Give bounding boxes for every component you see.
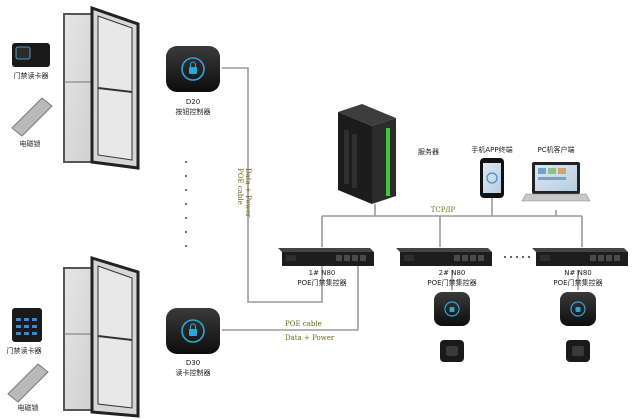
controller-1-id: 1# N80 (309, 269, 336, 277)
magnetic-lock-1 (11, 97, 53, 137)
n80-controller-1 (278, 248, 374, 266)
controller-1-label: POE门禁集控器 (297, 278, 346, 287)
reader-label-1: 门禁读卡器 (14, 71, 49, 80)
d30-model: D30 (186, 359, 200, 367)
vertical-cable-line2: Data + Power (244, 168, 252, 218)
d20-controller (166, 46, 220, 92)
ellipsis-horizontal (504, 256, 530, 258)
controller-2-exit-button (440, 340, 464, 362)
door-1 (63, 5, 140, 170)
d30-label: 读卡控制器 (176, 368, 211, 377)
server-label: 服务器 (418, 147, 439, 156)
reader-label-2: 门禁读卡器 (7, 346, 42, 355)
network-label: TCP/IP (431, 206, 456, 214)
d20-label: 按钮控制器 (176, 107, 211, 116)
lock-label-1: 电磁锁 (20, 139, 41, 148)
pc-label: PC机客户端 (537, 145, 574, 154)
n80-controller-2 (396, 248, 492, 266)
controller-n-label: POE门禁集控器 (553, 278, 602, 287)
n80-controller-n (532, 248, 628, 266)
card-reader-2 (12, 308, 42, 342)
ellipsis-vertical (185, 161, 187, 247)
d20-model: D20 (186, 98, 200, 106)
controller-2-reader (434, 292, 470, 326)
horizontal-cable-line1: POE cable (285, 320, 322, 328)
magnetic-lock-2 (7, 363, 49, 403)
controller-n-reader (560, 292, 596, 326)
door-2 (63, 255, 140, 418)
controller-2-label: POE门禁集控器 (427, 278, 476, 287)
controller-n-id: N# N80 (564, 269, 592, 277)
server (338, 104, 396, 204)
horizontal-cable-line2: Data + Power (285, 334, 335, 342)
app-label: 手机APP终端 (471, 145, 512, 154)
vertical-cable-line1: POE cable (236, 168, 244, 205)
controller-n-exit-button (566, 340, 590, 362)
poe-cable-d20 (222, 67, 323, 303)
lock-label-2: 电磁锁 (18, 403, 39, 412)
d30-controller (166, 308, 220, 354)
controller-2-id: 2# N80 (439, 269, 466, 277)
card-reader-1 (12, 43, 50, 67)
cables (222, 67, 583, 331)
laptop (521, 162, 591, 202)
mobile-phone (480, 158, 504, 198)
